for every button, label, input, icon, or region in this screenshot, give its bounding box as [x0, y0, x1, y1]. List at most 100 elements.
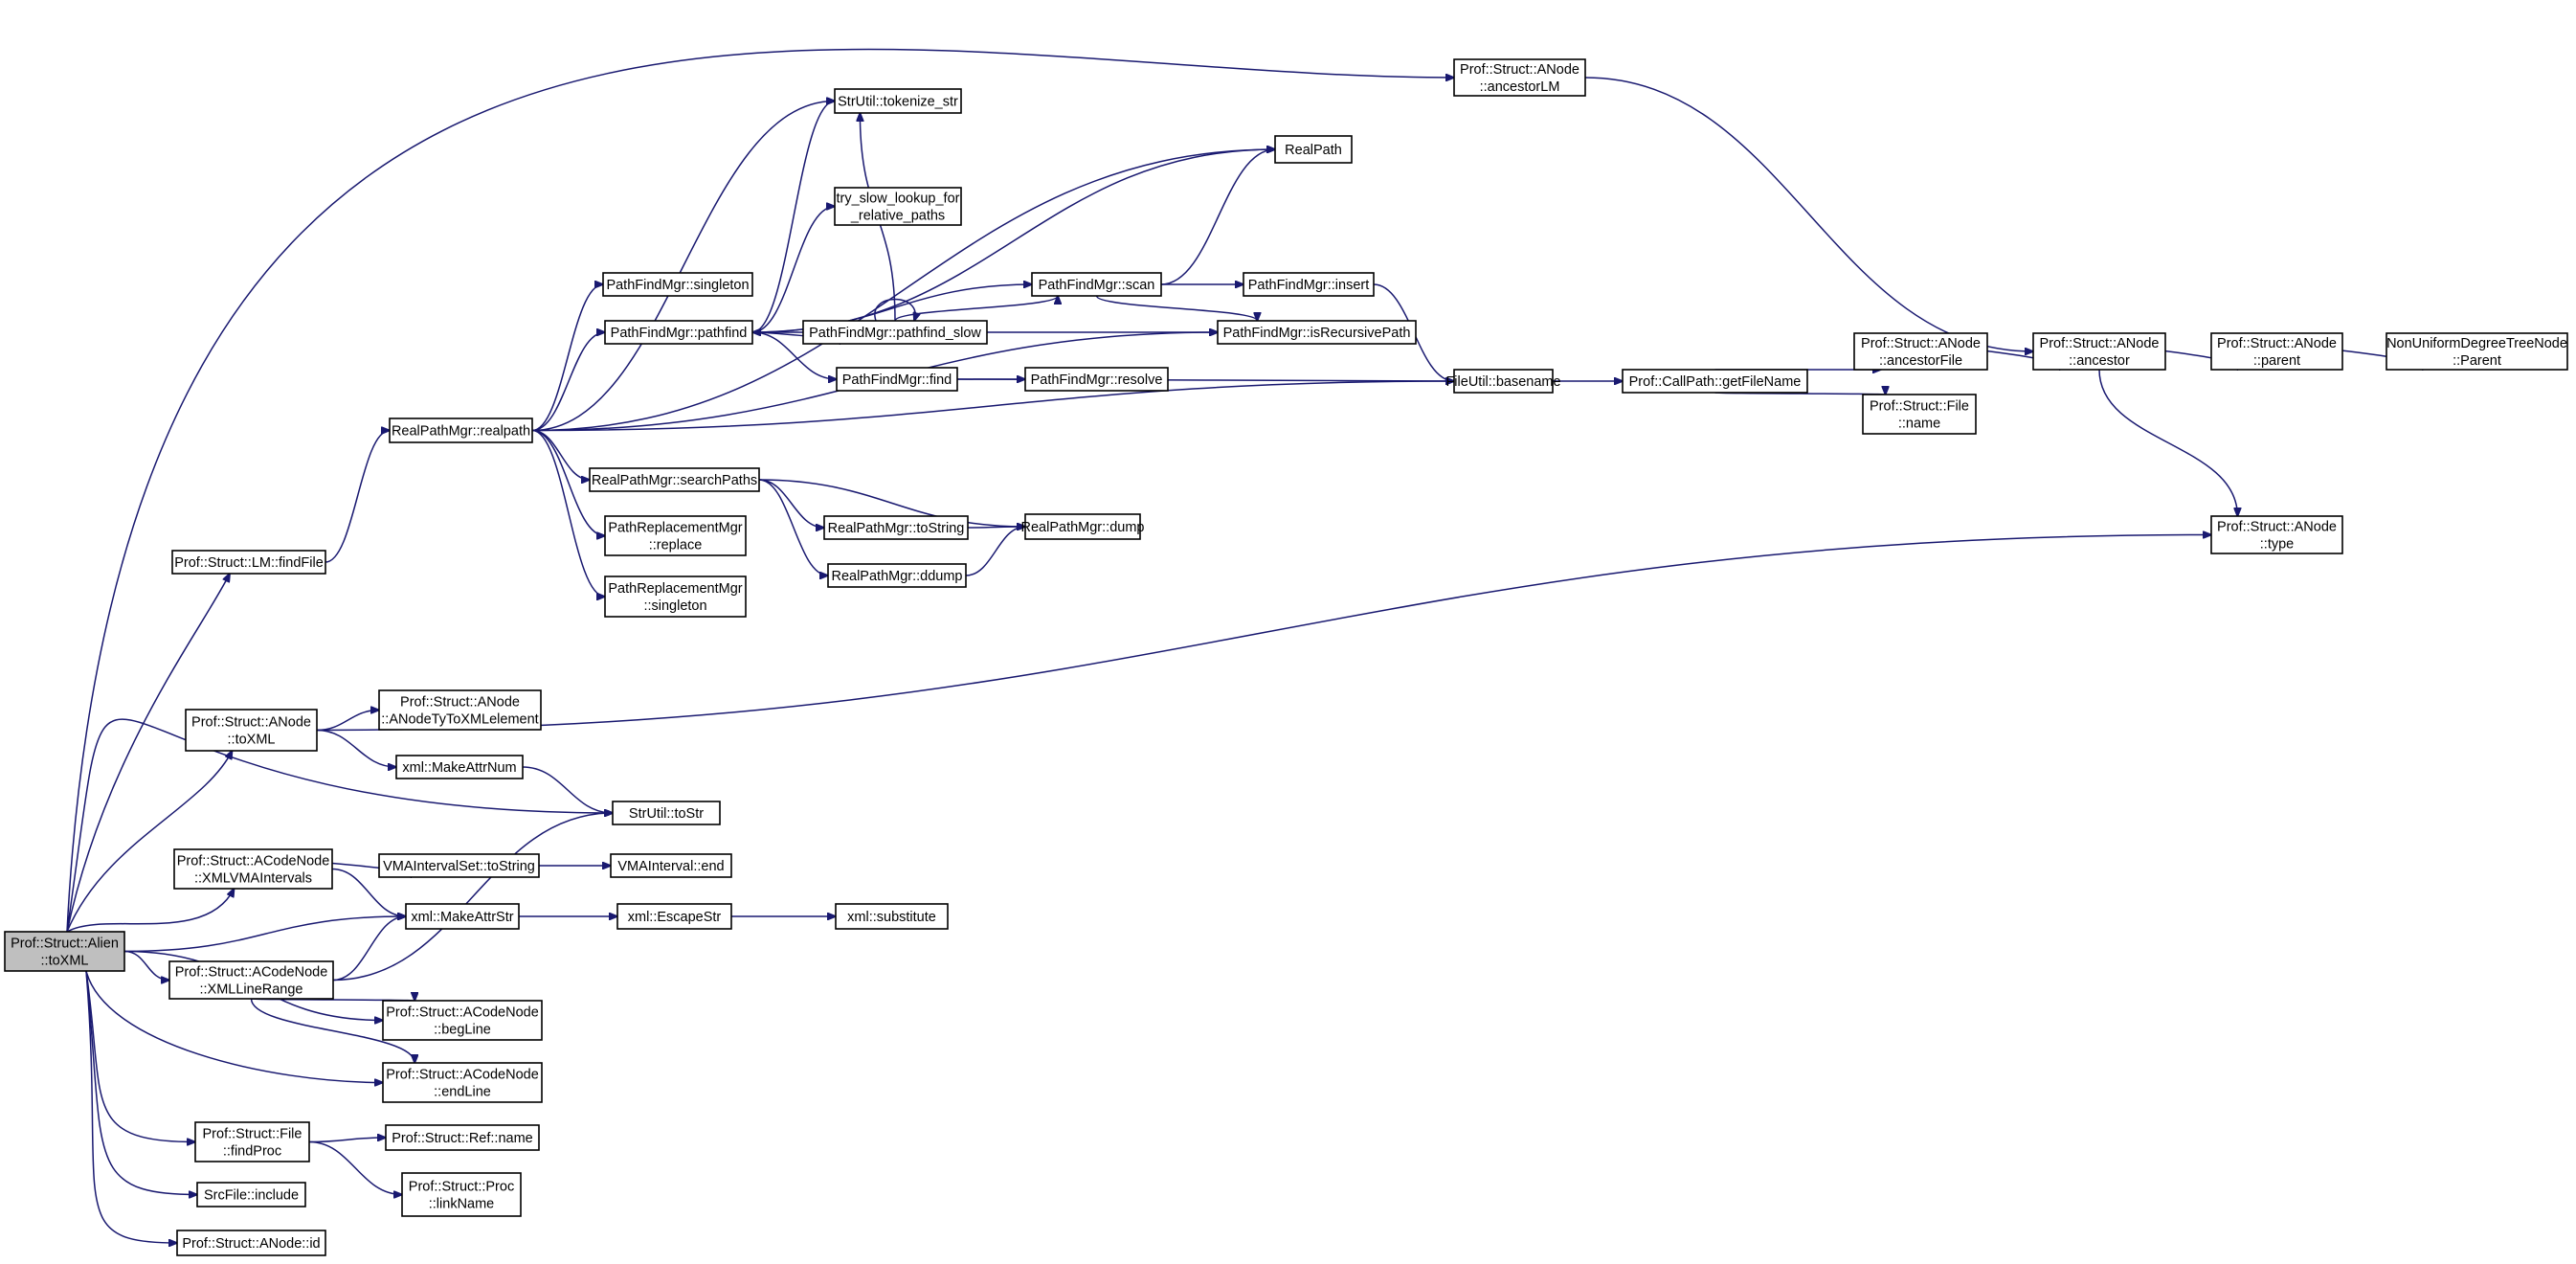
edge-xmllinerange-to-makeattrstr: [332, 916, 406, 982]
node-box: [389, 418, 533, 443]
graph-node-makeattrnum[interactable]: xml::MakeAttrNum: [395, 755, 524, 779]
graph-node-ancestor[interactable]: Prof::Struct::ANode::ancestor: [2032, 332, 2166, 371]
node-box: [602, 272, 753, 297]
node-box: [823, 515, 969, 540]
node-label: Prof::Struct::ANode: [1861, 336, 1981, 351]
node-label: PathReplacementMgr: [608, 521, 742, 536]
node-label: ::ancestor: [2069, 353, 2130, 369]
graph-node-tostr[interactable]: StrUtil::toStr: [612, 801, 721, 825]
graph-node-escapestr[interactable]: xml::EscapeStr: [616, 903, 732, 930]
graph-node-basename[interactable]: FileUtil::basename: [1445, 369, 1561, 394]
graph-node-ref-name[interactable]: Prof::Struct::Ref::name: [385, 1124, 540, 1151]
node-label: RealPath: [1285, 143, 1342, 158]
graph-node-anode-toxml[interactable]: Prof::Struct::ANode::toXML: [185, 709, 318, 752]
node-box: [1622, 369, 1808, 394]
edge-rpm-ddump-to-rpm-dump: [965, 527, 1025, 576]
node-label: NonUniformDegreeTreeNode: [2386, 336, 2567, 351]
graph-node-nudtn-parent[interactable]: NonUniformDegreeTreeNode::Parent: [2386, 332, 2568, 371]
node-box: [185, 709, 318, 752]
graph-node-srcfile-include[interactable]: SrcFile::include: [196, 1182, 306, 1208]
graph-node-ancestor-lm[interactable]: Prof::Struct::ANode::ancestorLM: [1453, 58, 1586, 97]
graph-node-file-name[interactable]: Prof::Struct::File::name: [1862, 394, 1977, 435]
graph-node-rpm-realpath[interactable]: RealPathMgr::realpath: [389, 418, 533, 443]
graph-node-parent[interactable]: Prof::Struct::ANode::parent: [2210, 332, 2343, 371]
graph-node-findproc[interactable]: Prof::Struct::File::findProc: [194, 1121, 310, 1162]
graph-node-realpath-fn[interactable]: RealPath: [1274, 135, 1353, 164]
edge-pf-slow-to-pf-scan: [894, 296, 1058, 322]
graph-node-rpm-tostring[interactable]: RealPathMgr::toString: [823, 515, 969, 540]
edge-alien-toxml-to-srcfile-include: [85, 970, 197, 1195]
node-box: [401, 1172, 522, 1217]
node-label: ::name: [1898, 417, 1940, 432]
edge-pf-pathfind-to-pf-find: [751, 331, 837, 379]
graph-node-vmaset-tostring[interactable]: VMAIntervalSet::toString: [378, 853, 540, 878]
edge-xmllinerange-to-tostr: [332, 813, 613, 982]
graph-node-tokenize[interactable]: StrUtil::tokenize_str: [834, 88, 962, 114]
node-label: PathFindMgr::singleton: [606, 278, 749, 293]
node-label: Prof::Struct::File: [1870, 399, 1969, 415]
graph-node-getfilename[interactable]: Prof::CallPath::getFileName: [1622, 369, 1808, 394]
node-label: Prof::Struct::File: [203, 1127, 302, 1142]
graph-node-ancestor-file[interactable]: Prof::Struct::ANode::ancestorFile: [1853, 332, 1988, 371]
node-box: [604, 576, 747, 618]
edge-pf-pathfind-to-pf-scan: [751, 284, 1032, 333]
edge-alien-toxml-to-makeattrstr: [123, 916, 406, 953]
node-box: [2386, 332, 2568, 371]
graph-node-pf-find[interactable]: PathFindMgr::find: [836, 367, 958, 392]
node-box: [382, 1062, 543, 1103]
node-box: [827, 563, 967, 588]
graph-node-prm-singleton[interactable]: PathReplacementMgr::singleton: [604, 576, 747, 618]
graph-node-linkname[interactable]: Prof::Struct::Proc::linkName: [401, 1172, 522, 1217]
node-box: [604, 320, 753, 345]
edge-rpm-realpath-to-pf-pathfind: [531, 332, 605, 432]
graph-node-vma-end[interactable]: VMAInterval::end: [610, 853, 732, 878]
graph-node-try-slow[interactable]: try_slow_lookup_for_relative_paths: [834, 187, 962, 226]
graph-node-pf-isrec[interactable]: PathFindMgr::isRecursivePath: [1217, 320, 1417, 345]
node-box: [1024, 367, 1169, 392]
graph-node-prm-replace[interactable]: PathReplacementMgr::replace: [604, 515, 747, 556]
edge-anode-toxml-to-anodety: [316, 711, 379, 732]
graph-node-anode-type[interactable]: Prof::Struct::ANode::type: [2210, 515, 2343, 554]
edge-rpm-realpath-to-prm-singleton: [531, 429, 605, 598]
graph-node-rpm-searchpaths[interactable]: RealPathMgr::searchPaths: [589, 467, 760, 492]
node-label: ::ANodeTyToXMLelement: [381, 712, 538, 728]
graph-node-substitute[interactable]: xml::substitute: [835, 903, 949, 930]
graph-node-rpm-dump[interactable]: RealPathMgr::dump: [1021, 513, 1145, 540]
graph-node-makeattrstr[interactable]: xml::MakeAttrStr: [405, 903, 520, 930]
graph-node-pf-scan[interactable]: PathFindMgr::scan: [1031, 272, 1162, 297]
node-label: RealPathMgr::searchPaths: [592, 473, 757, 488]
node-label: ::replace: [649, 538, 703, 553]
edge-alien-toxml-to-ancestor-lm: [66, 48, 1454, 933]
edge-findproc-to-linkname: [308, 1140, 402, 1195]
graph-node-alien-toxml[interactable]: Prof::Struct::Alien::toXML: [4, 931, 125, 972]
edge-pf-pathfind-to-try-slow: [751, 207, 835, 333]
graph-node-lm-findfile[interactable]: Prof::Struct::LM::findFile: [171, 550, 326, 575]
graph-node-pf-insert[interactable]: PathFindMgr::insert: [1243, 272, 1375, 297]
graph-node-rpm-ddump[interactable]: RealPathMgr::ddump: [827, 563, 967, 588]
node-box: [604, 515, 747, 556]
node-box: [176, 1230, 326, 1256]
node-box: [589, 467, 760, 492]
edge-lm-findfile-to-rpm-realpath: [325, 431, 390, 563]
edge-anode-toxml-to-anode-type: [316, 535, 2211, 732]
graph-node-pf-resolve[interactable]: PathFindMgr::resolve: [1024, 367, 1169, 392]
graph-node-begline[interactable]: Prof::Struct::ACodeNode::begLine: [382, 1000, 543, 1041]
node-label: xml::substitute: [847, 910, 936, 925]
graph-node-pf-pathfind[interactable]: PathFindMgr::pathfind: [604, 320, 753, 345]
node-label: Prof::Struct::Ref::name: [392, 1131, 532, 1146]
graph-node-pf-slow[interactable]: PathFindMgr::pathfind_slow: [802, 320, 988, 345]
node-box: [610, 853, 732, 878]
node-label: _relative_paths: [850, 209, 945, 224]
graph-node-xmlvma[interactable]: Prof::Struct::ACodeNode::XMLVMAIntervals: [173, 848, 333, 890]
node-label: Prof::Struct::ANode: [2040, 336, 2160, 351]
graph-node-anodety[interactable]: Prof::Struct::ANode::ANodeTyToXMLelement: [378, 689, 542, 731]
graph-node-anode-id[interactable]: Prof::Struct::ANode::id: [176, 1230, 326, 1256]
graph-node-pf-singleton[interactable]: PathFindMgr::singleton: [602, 272, 753, 297]
node-box: [616, 903, 732, 930]
node-label: ::linkName: [429, 1197, 495, 1212]
edge-ancestor-lm-to-ancestor: [1584, 77, 2033, 351]
edge-anode-toxml-to-makeattrnum: [316, 729, 396, 768]
graph-node-xmllinerange[interactable]: Prof::Struct::ACodeNode::XMLLineRange: [168, 960, 334, 1000]
graph-node-endline[interactable]: Prof::Struct::ACodeNode::endLine: [382, 1062, 543, 1103]
node-label: ::findProc: [223, 1144, 281, 1160]
